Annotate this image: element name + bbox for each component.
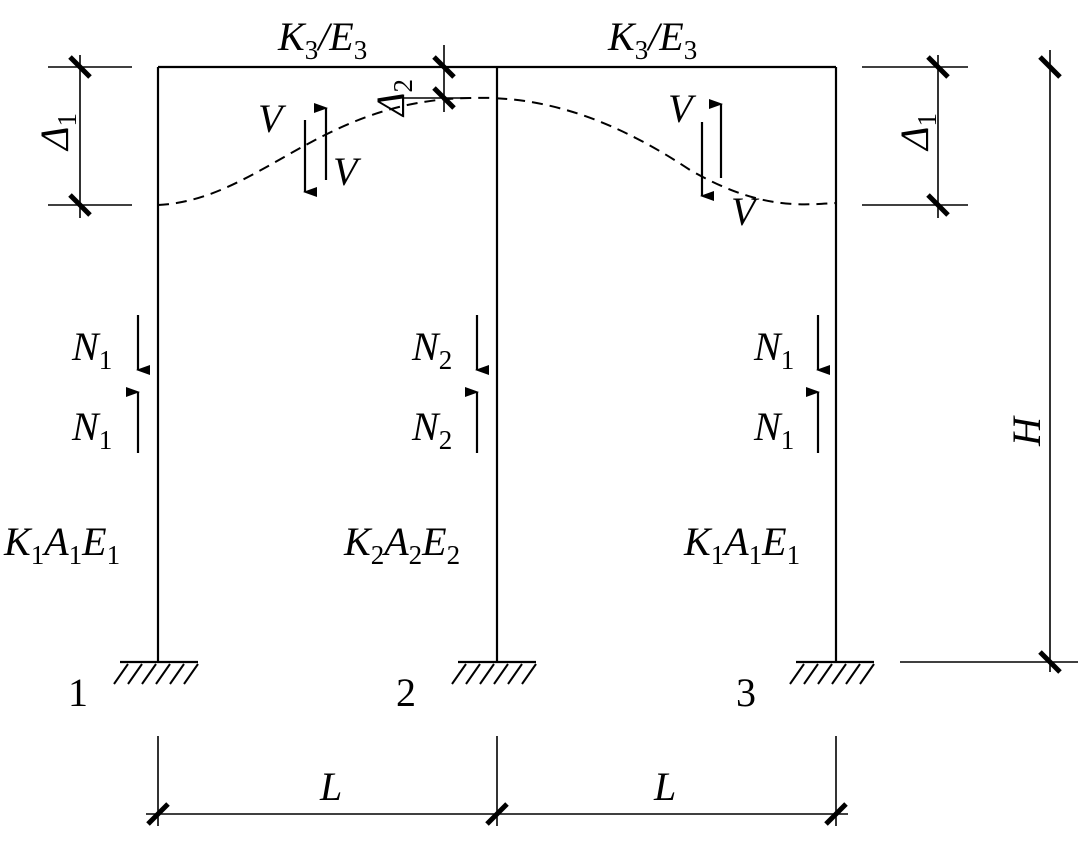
span-dimension [146, 736, 848, 826]
delta1-left-label: Δ1 [32, 113, 82, 152]
span-label-right: L [653, 764, 676, 809]
column-props-3: K1A1E1 [683, 519, 800, 570]
axial-label-col1-bot: N1 [71, 404, 112, 455]
shear-label-2: V [333, 149, 362, 194]
column-props-1: K1A1E1 [3, 519, 120, 570]
span-label-left: L [319, 764, 342, 809]
column-props-2: K2A2E2 [343, 519, 460, 570]
delta1-right-dimension [862, 55, 968, 218]
axial-label-col3-top: N1 [753, 324, 794, 375]
shear-label-4: V [731, 189, 760, 234]
shear-arrows-right [700, 99, 723, 201]
height-dimension [900, 50, 1078, 674]
delta2-dimension [404, 45, 470, 112]
beam-label-right: K3/E3 [607, 14, 697, 65]
delta1-left-dimension [48, 55, 132, 218]
delta1-right-label: Δ1 [892, 113, 942, 152]
fixed-support-1 [113, 660, 199, 685]
fixed-support-3 [789, 660, 875, 685]
support-number-3: 3 [736, 670, 756, 715]
delta2-label: Δ2 [368, 79, 418, 118]
shear-label-3: V [668, 86, 697, 131]
axial-label-col3-bot: N1 [753, 404, 794, 455]
shear-label-1: V [258, 96, 287, 141]
axial-label-col1-top: N1 [71, 324, 112, 375]
frame-structure [156, 65, 838, 662]
axial-label-col2-bot: N2 [411, 404, 452, 455]
support-number-2: 2 [396, 670, 416, 715]
support-number-1: 1 [68, 670, 88, 715]
height-label: H [1004, 415, 1049, 447]
fixed-support-2 [451, 660, 537, 685]
beam-label-left: K3/E3 [277, 14, 367, 65]
axial-label-col2-top: N2 [411, 324, 452, 375]
shear-arrows-left [303, 103, 328, 197]
deflected-shape-curve [157, 96, 837, 206]
